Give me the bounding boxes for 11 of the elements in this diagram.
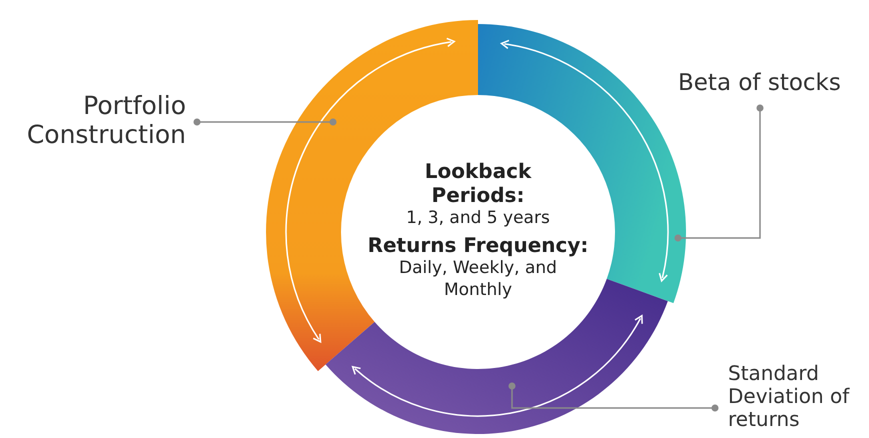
segment-label: Standard Deviation of returns: [728, 362, 853, 431]
segment-label: Portfolio Construction: [8, 92, 186, 150]
heading-text: Lookback Periods:: [424, 158, 532, 207]
body-text: Daily, Weekly, and Monthly: [398, 256, 558, 302]
heading-text: Returns Frequency:: [368, 232, 588, 257]
segment-label: Beta of stocks: [678, 70, 848, 96]
leader-line: [194, 118, 336, 126]
body-text: 1, 3, and 5 years: [406, 206, 550, 229]
ring-segment: [326, 278, 668, 434]
leader-line: [674, 104, 764, 242]
leader-line: [508, 382, 718, 412]
